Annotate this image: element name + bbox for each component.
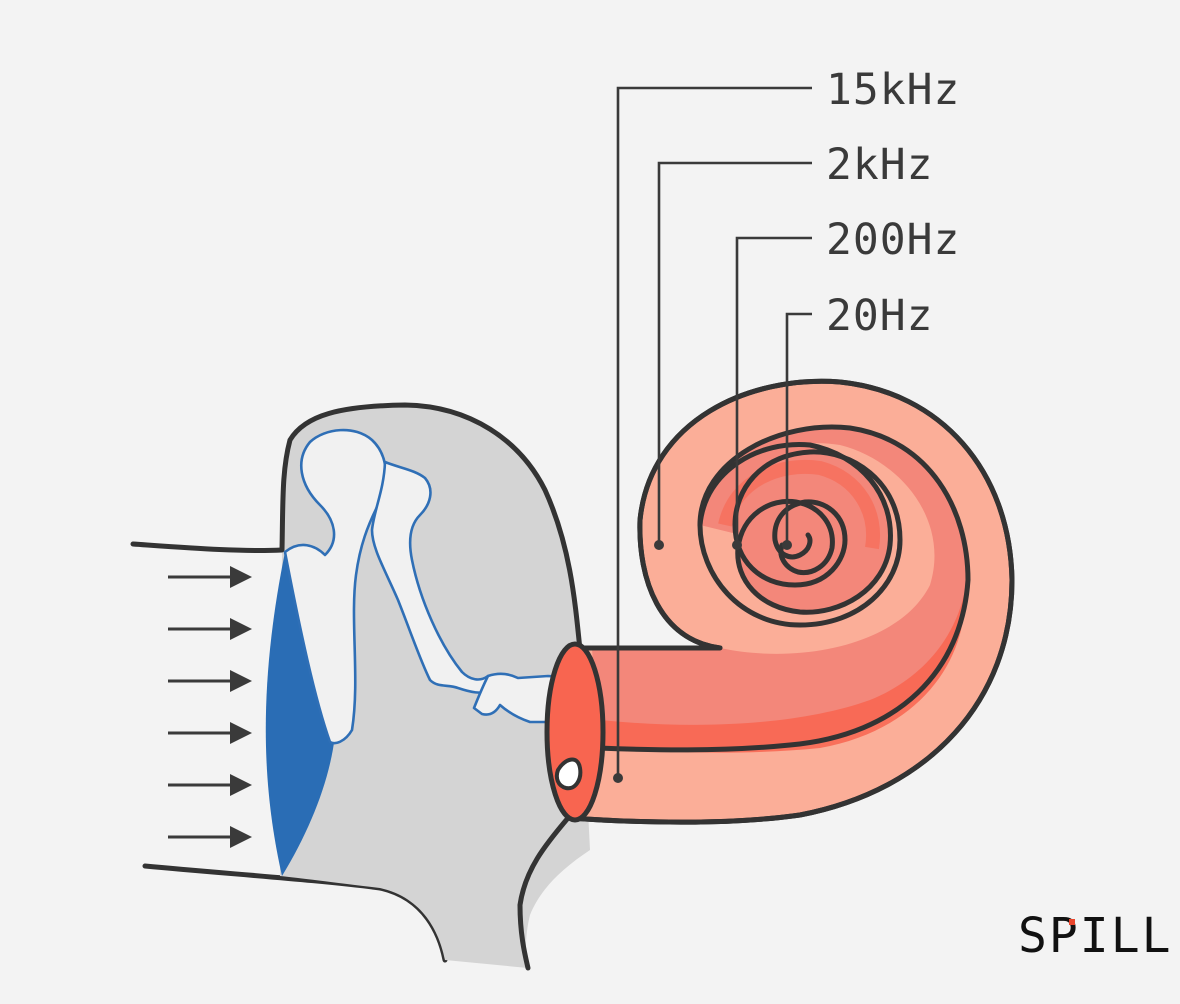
spill-logo: SPILL xyxy=(1018,908,1173,964)
leader-line-15khz xyxy=(616,86,812,778)
right-arrow-icon xyxy=(168,774,252,796)
brand-accent-dot xyxy=(1069,919,1075,925)
right-arrow-icon xyxy=(168,618,252,640)
brand-text: SPILL xyxy=(1018,908,1173,964)
leader-dot-20hz xyxy=(782,540,792,550)
label-200hz: 200Hz xyxy=(826,215,960,265)
cochlea-basilar-band xyxy=(600,590,966,753)
leader-dot-2khz xyxy=(654,540,664,550)
round-window xyxy=(554,757,583,791)
right-arrow-icon xyxy=(168,670,252,692)
eardrum xyxy=(265,552,335,876)
right-arrow-icon xyxy=(168,826,252,848)
label-20hz: 20Hz xyxy=(826,291,934,341)
label-2khz: 2kHz xyxy=(826,140,934,190)
cochlea-outline xyxy=(567,378,1015,825)
cochlea-inner-band xyxy=(592,426,968,750)
arrow-head xyxy=(230,774,252,796)
right-arrow-icon xyxy=(168,722,252,744)
ear-canal-upper-wall xyxy=(130,541,285,554)
cochlea xyxy=(544,378,1015,825)
frequency-labels: 15kHz 2kHz 200Hz 20Hz xyxy=(826,65,960,341)
arrow-head xyxy=(230,722,252,744)
middle-ear-lower-wall xyxy=(517,815,571,971)
arrow-head xyxy=(230,618,252,640)
frequency-leaders xyxy=(613,86,812,783)
leader-line-20hz xyxy=(785,312,812,545)
cochlea-base-cross-section xyxy=(544,641,606,823)
arrow-head xyxy=(230,670,252,692)
leader-dot-15khz xyxy=(613,773,623,783)
arrow-head xyxy=(230,566,252,588)
middle-ear-upper-wall xyxy=(279,402,583,653)
cochlea-spiral-line xyxy=(595,424,971,753)
arrow-head xyxy=(230,826,252,848)
right-arrow-icon xyxy=(168,566,252,588)
label-15khz: 15kHz xyxy=(826,65,960,115)
leader-dot-200hz xyxy=(732,540,742,550)
leader-line-2khz xyxy=(657,161,812,545)
leader-line-200hz xyxy=(735,236,812,545)
sound-wave-arrows xyxy=(168,566,252,848)
